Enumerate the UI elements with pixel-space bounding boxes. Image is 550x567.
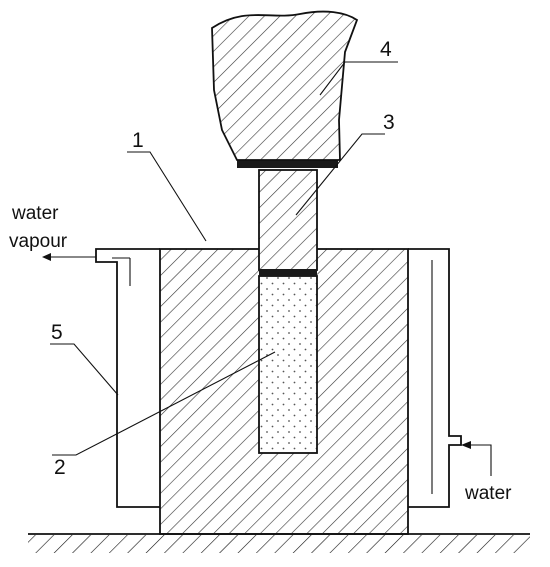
label-part-1: 1 bbox=[132, 129, 144, 152]
inlet-arrow-head bbox=[461, 441, 471, 449]
label-part-2: 2 bbox=[54, 456, 66, 479]
leader-2 bbox=[52, 351, 276, 456]
punch bbox=[258, 169, 318, 271]
ground-hatching bbox=[28, 535, 530, 553]
water-jacket bbox=[95, 248, 462, 508]
powder-sample bbox=[258, 275, 318, 454]
outlet-arrow-head bbox=[42, 253, 51, 261]
leader-1 bbox=[127, 151, 207, 242]
label-part-4: 4 bbox=[380, 38, 392, 61]
label-part-3: 3 bbox=[383, 111, 395, 134]
jacket-right-wall bbox=[408, 248, 462, 508]
leader-4 bbox=[319, 61, 398, 96]
leader-5 bbox=[50, 343, 119, 396]
press-ram bbox=[211, 10, 359, 161]
leader-3 bbox=[295, 133, 385, 216]
label-inlet: water bbox=[464, 483, 512, 504]
jacket-left-wall bbox=[95, 248, 160, 508]
outlet-arrow bbox=[42, 253, 96, 261]
label-part-5: 5 bbox=[51, 321, 63, 344]
label-outlet-line1: water bbox=[11, 203, 59, 224]
inlet-arrow-shaft bbox=[470, 444, 492, 476]
label-outlet-line2: vapour bbox=[9, 231, 68, 252]
ram-plate bbox=[237, 160, 338, 168]
punch-bottom-plate bbox=[259, 269, 317, 276]
inlet-arrow bbox=[461, 441, 492, 476]
ground bbox=[28, 533, 530, 553]
leader-lines bbox=[50, 61, 398, 456]
